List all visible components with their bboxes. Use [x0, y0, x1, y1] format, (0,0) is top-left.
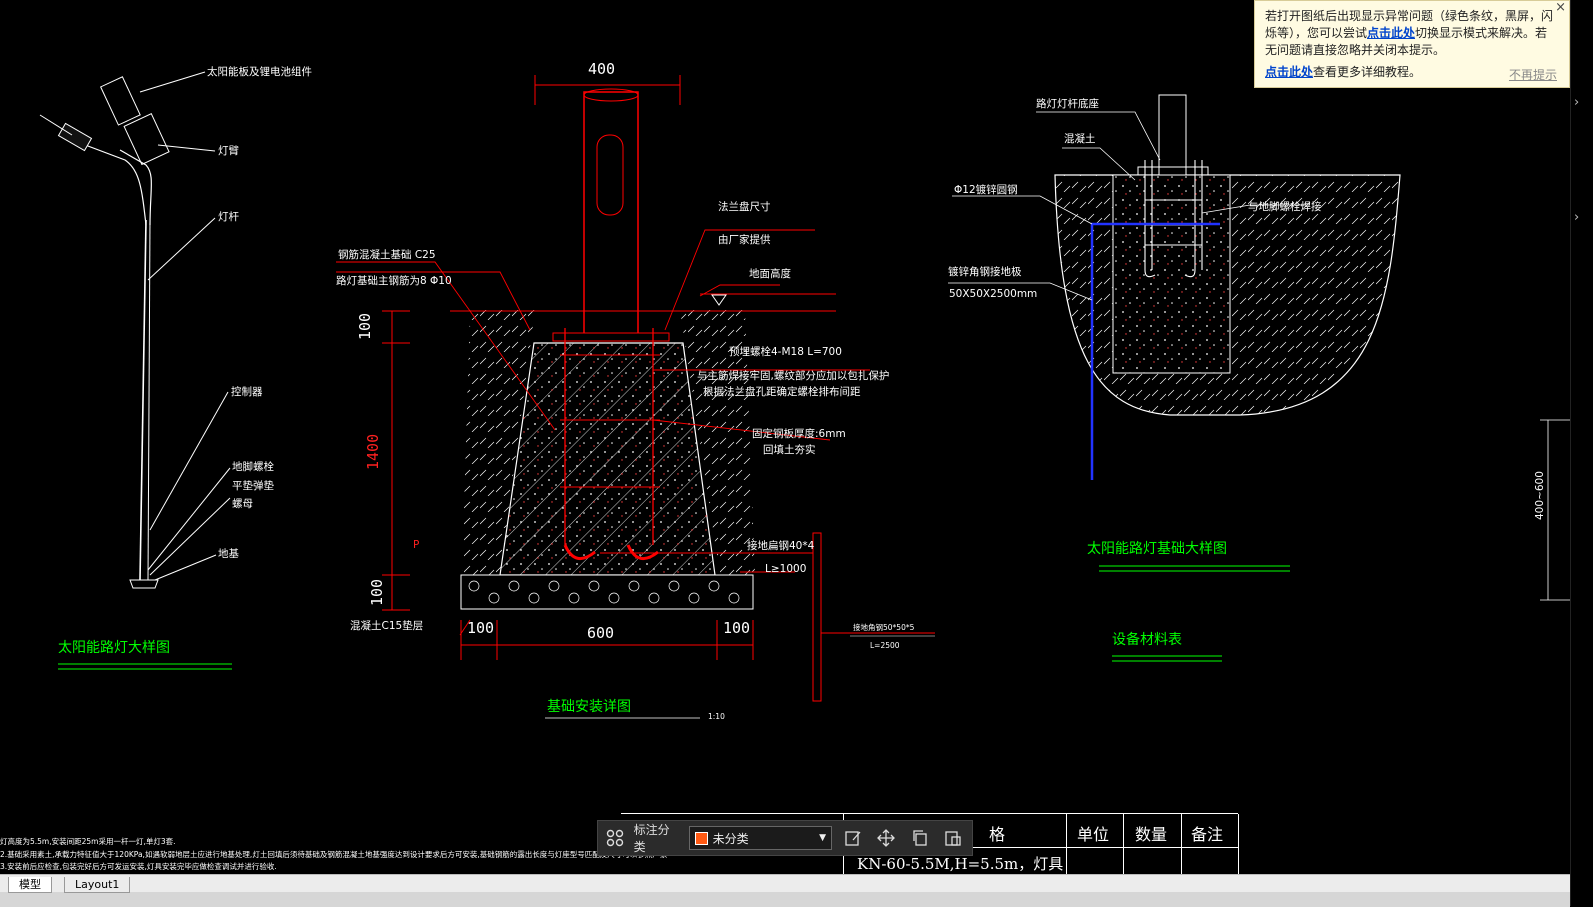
table-header-spec: 格	[989, 825, 1006, 844]
tab-layout1[interactable]: Layout1	[64, 877, 131, 893]
label-anchor-bolt: 地脚螺栓	[232, 460, 274, 473]
close-icon[interactable]: ×	[1555, 0, 1566, 15]
material-table: 格 单位 数量 备注 KN-60-5.5M,H=5.5m，灯具	[621, 813, 1239, 876]
category-color-swatch	[694, 831, 708, 845]
label-embed-bolt: 预埋螺栓4-M18 L=700	[729, 345, 842, 358]
tab-model[interactable]: 模型	[8, 877, 52, 893]
label-rc-c25: 钢筋混凝土基础 C25	[338, 248, 436, 261]
right-scroll-strip[interactable]: › ›	[1570, 0, 1593, 906]
display-notice-panel: × 若打开图纸后出现显示异常问题（绿色条纹，黑屏，闪烁等），您可以尝试点击此处切…	[1254, 0, 1570, 88]
dim-p: P	[413, 539, 419, 551]
dim-400-600: 400~600	[1534, 471, 1546, 520]
dont-show-again-link[interactable]: 不再提示	[1508, 68, 1557, 82]
annotation-toolbar: 标注分类 未分类 ▼	[597, 820, 973, 856]
label-pole-size: 50X50X2500mm	[949, 288, 1037, 300]
label-ground-wire: 接地扁钢40*4	[747, 539, 815, 552]
annotation-category-label: 标注分类	[633, 823, 670, 854]
label-ground-pole: 镀锌角钢接地极	[948, 265, 1022, 278]
note-2: 2.基础采用素土,承载力特征值大于120KPa,如遇软弱地层土应进行地基处理,灯…	[0, 849, 668, 859]
label-foundation: 地基	[218, 547, 239, 560]
scroll-arrow-icon[interactable]: ›	[1574, 210, 1580, 225]
foundation-section-detail: 路灯灯杆底座 混凝土 Φ12镀锌圆钢 与地脚螺栓焊接 镀锌角钢接地极 50X50…	[948, 94, 1570, 662]
label-flange: 法兰盘尺寸	[718, 200, 771, 213]
notice-text-2: 切换显示模式来解决。若无问题请直接忽略并关闭本提示。	[1265, 26, 1548, 57]
dim-h-100b: 100	[368, 579, 386, 606]
note-1: 灯高度为5.5m,安装间距25m采用一杆一灯,单灯3套.	[0, 836, 176, 846]
label-backfill: 回填土夯实	[763, 443, 816, 456]
annotation-category-select[interactable]: 未分类 ▼	[688, 826, 833, 850]
title-material-table: 设备材料表	[1112, 631, 1182, 648]
grid-icon[interactable]	[604, 827, 626, 849]
label-l-1000: L≥1000	[765, 563, 806, 575]
horizontal-scrollbar[interactable]	[0, 892, 1570, 907]
label-pole: 灯杆	[218, 210, 239, 223]
label-round-steel: Φ12镀锌圆钢	[954, 183, 1018, 196]
note-3: 3.安装前后应检查,包装完好后方可发运安装,灯具安装完毕应做检查调试并进行验收.	[0, 861, 277, 871]
notice-text-3: 查看更多详细教程。	[1313, 65, 1422, 79]
table-header-qty: 数量	[1135, 825, 1168, 844]
dim-h-1400: 1400	[364, 434, 382, 470]
label-controller: 控制器	[231, 385, 263, 398]
solar-light-elevation: 太阳能板及锂电池组件 灯臂 灯杆 控制器 地脚螺栓 平垫弹垫 螺母 地基 太阳能…	[0, 65, 668, 871]
title-solar-light: 太阳能路灯大样图	[58, 640, 170, 656]
label-plate: 固定钢板厚度:6mm	[752, 427, 846, 440]
table-row-1: KN-60-5.5M,H=5.5m，灯具	[857, 855, 1064, 873]
notice-link-switch-mode[interactable]: 点击此处	[1367, 26, 1416, 40]
table-header-unit: 单位	[1077, 825, 1110, 844]
label-ground-level: 地面高度	[749, 267, 791, 280]
label-solar-panel: 太阳能板及锂电池组件	[207, 65, 312, 78]
label-weld-note-1: 与主筋焊接牢固,螺纹部分应加以包扎保护	[697, 369, 889, 382]
layout-tab-bar: 模型 Layout1	[0, 874, 1570, 907]
foundation-install-detail: 400 100 1400 100 P 100 600 100 钢筋混凝土基础 C…	[336, 60, 935, 721]
dim-h-100: 100	[356, 313, 374, 340]
bed-circles	[468, 580, 740, 604]
edit-icon[interactable]	[840, 825, 866, 851]
dim-b-100: 100	[467, 619, 494, 637]
annotation-category-value: 未分类	[712, 831, 749, 846]
label-concrete: 混凝土	[1064, 132, 1096, 145]
label-weld-bolt: 与地脚螺栓焊接	[1248, 200, 1322, 213]
chevron-down-icon: ▼	[819, 833, 827, 843]
move-icon[interactable]	[874, 825, 900, 851]
label-nut: 螺母	[232, 498, 253, 510]
copy-icon[interactable]	[907, 825, 933, 851]
label-pole-base: 路灯灯杆底座	[1036, 97, 1099, 110]
paste-icon[interactable]	[941, 825, 967, 851]
dim-b-100b: 100	[723, 619, 750, 637]
notice-link-tutorial[interactable]: 点击此处	[1265, 65, 1314, 79]
cad-drawing-canvas[interactable]: 太阳能板及锂电池组件 灯臂 灯杆 控制器 地脚螺栓 平垫弹垫 螺母 地基 太阳能…	[0, 0, 1570, 874]
label-lamp-arm: 灯臂	[218, 144, 239, 157]
label-weld-note-2: 根据法兰盘孔距确定螺栓排布间距	[703, 385, 861, 398]
label-supplier: 由厂家提供	[718, 233, 771, 246]
label-washer: 平垫弹垫	[232, 479, 274, 492]
label-c15-bed: 混凝土C15垫层	[350, 619, 423, 632]
dim-top-400: 400	[588, 60, 615, 78]
scale-1-10: 1:10	[708, 712, 725, 721]
label-l-2500: L=2500	[870, 641, 900, 650]
title-foundation-install: 基础安装详图	[547, 698, 631, 715]
table-header-remark: 备注	[1191, 825, 1224, 844]
scroll-arrow-icon[interactable]: ›	[1574, 95, 1580, 110]
notice-text-1: 若打开图纸后出现显示异常问题（绿色条纹，黑屏，闪烁等），您可以尝试	[1265, 9, 1554, 40]
dim-b-600: 600	[587, 624, 614, 642]
label-angle-steel: 接地角钢50*50*5	[853, 622, 915, 632]
label-main-rebar: 路灯基础主钢筋为8 Φ10	[336, 274, 452, 287]
title-foundation-detail: 太阳能路灯基础大样图	[1087, 540, 1227, 557]
